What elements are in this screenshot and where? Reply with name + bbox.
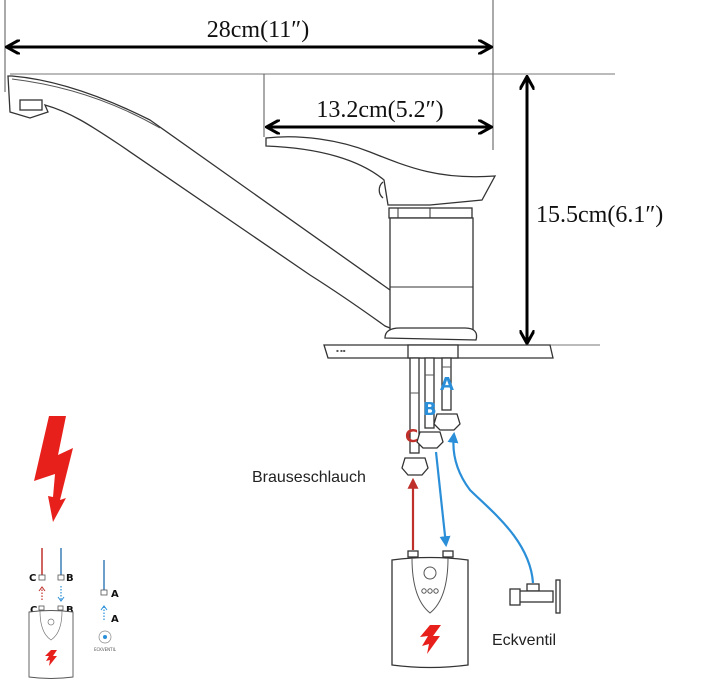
- connection-legend: C B C B A A ECKVENTIL: [28, 548, 119, 679]
- total-length-label: 28cm(11″): [207, 17, 309, 43]
- cold-supply-arrow: [447, 431, 535, 584]
- connection-c-label: C: [405, 426, 418, 447]
- dimension-height: 15.5cm(6.1″): [527, 78, 663, 342]
- legend-b2-label: B: [66, 605, 74, 616]
- legend-lightning-icon: [45, 650, 57, 666]
- legend-angle-valve-label: ECKVENTIL: [94, 647, 117, 652]
- hose-nut-c: [401, 457, 429, 476]
- dimension-spout-reach: 13.2cm(5.2″): [268, 97, 490, 127]
- flow-arrows: [407, 431, 535, 584]
- angle-valve: [509, 579, 561, 614]
- legend-c2-label: C: [30, 605, 37, 616]
- cold-to-heater-arrow: [434, 451, 451, 548]
- water-heater: [391, 550, 469, 669]
- height-label: 15.5cm(6.1″): [536, 202, 663, 228]
- legend-a-label: A: [111, 589, 119, 600]
- shower-hose-label: Brauseschlauch: [252, 469, 366, 486]
- legend-c-label: C: [29, 573, 36, 584]
- faucet-drawing: ▪ ▪▪: [7, 75, 554, 359]
- connection-b-label: B: [423, 399, 437, 420]
- legend-a2-label: A: [111, 614, 119, 625]
- reference-lines: [4, 0, 615, 346]
- heater-lightning-icon: [420, 625, 441, 654]
- legend-b-label: B: [66, 573, 74, 584]
- connection-a-label: A: [440, 374, 454, 395]
- dimension-total-length: 28cm(11″): [8, 17, 490, 47]
- svg-text:▪ ▪▪: ▪ ▪▪: [336, 348, 346, 353]
- hose-nut-b: [416, 431, 444, 449]
- electric-warning-icon: [34, 416, 73, 522]
- angle-valve-label: Eckventil: [492, 632, 556, 649]
- hose-nut-a: [433, 413, 461, 431]
- supply-hoses: C B A: [401, 357, 461, 476]
- spout-reach-label: 13.2cm(5.2″): [316, 97, 443, 123]
